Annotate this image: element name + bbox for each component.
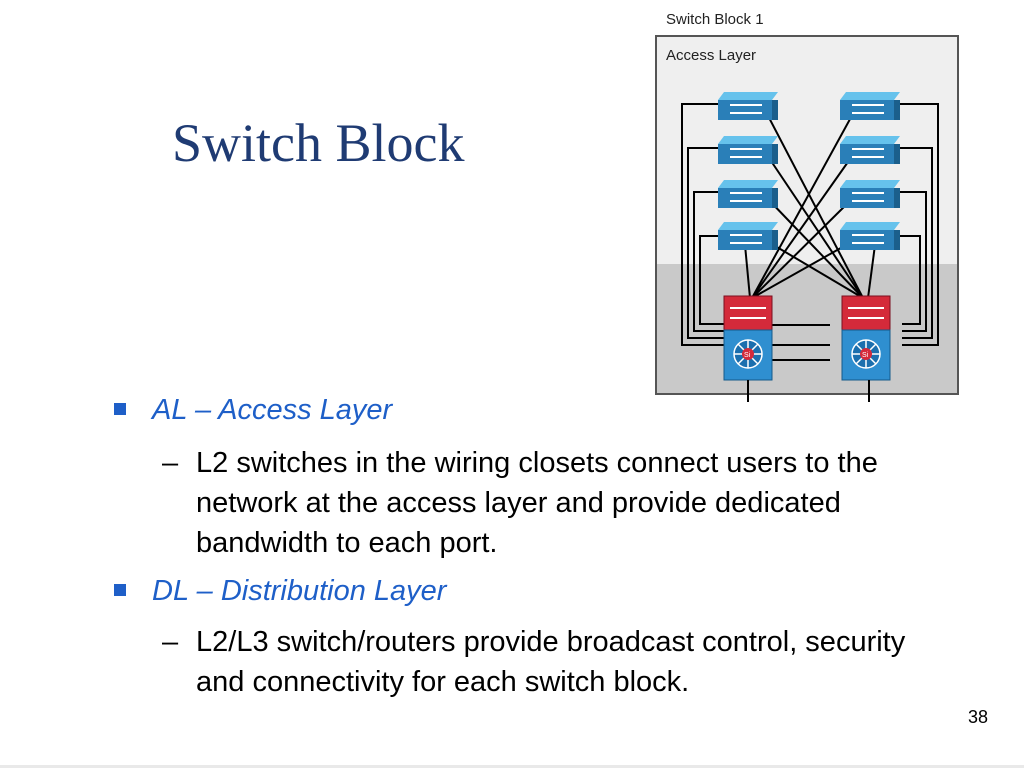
access-switch-icon (840, 136, 900, 164)
si-label: Si (862, 352, 869, 359)
sub-bullet-dash: – (162, 447, 179, 479)
access-switch-icon (840, 180, 900, 208)
sub-bullet-text: L2/L3 switch/routers provide broadcast c… (196, 626, 906, 698)
bullet-distribution-layer: DL – Distribution Layer (114, 575, 447, 608)
access-switches-left (718, 92, 778, 250)
sub-bullet-access-layer: – L2 switches in the wiring closets conn… (162, 443, 966, 563)
distribution-switch-left: Si (723, 295, 773, 381)
switch-block-label: Switch Block 1 (666, 11, 764, 28)
access-switch-icon (718, 222, 778, 250)
bullet-access-layer: AL – Access Layer (114, 394, 393, 427)
switch-block-diagram: Switch Block 1 Access Layer (640, 0, 970, 405)
access-switch-icon (840, 222, 900, 250)
bullet-heading: Access Layer (218, 394, 393, 426)
access-switch-icon (718, 180, 778, 208)
sub-bullet-distribution-layer: – L2/L3 switch/routers provide broadcast… (162, 622, 936, 702)
network-topology-svg: Switch Block 1 Access Layer (655, 11, 959, 402)
access-switch-icon (718, 92, 778, 120)
access-switch-icon (718, 136, 778, 164)
distribution-layer-area (657, 264, 957, 393)
bullet-square-icon (114, 584, 126, 596)
bullet-square-icon (114, 403, 126, 415)
access-switch-icon (840, 92, 900, 120)
bullet-abbrev: DL (152, 575, 189, 607)
access-layer-label: Access Layer (666, 47, 756, 64)
core-downlinks (747, 380, 870, 402)
sub-bullet-text: L2 switches in the wiring closets connec… (196, 447, 878, 559)
bullet-heading: Distribution Layer (220, 575, 447, 607)
access-switches-right (840, 92, 900, 250)
cross-links (744, 109, 876, 299)
sub-bullet-dash: – (162, 626, 179, 658)
bullet-separator: – (188, 575, 221, 607)
bottom-divider (0, 765, 1024, 768)
slide-title: Switch Block (172, 113, 465, 173)
bullet-abbrev: AL (152, 394, 187, 426)
bullet-separator: – (186, 394, 219, 426)
distribution-switch-right: Si (841, 295, 891, 381)
page-number: 38 (967, 707, 988, 727)
si-label: Si (744, 352, 751, 359)
